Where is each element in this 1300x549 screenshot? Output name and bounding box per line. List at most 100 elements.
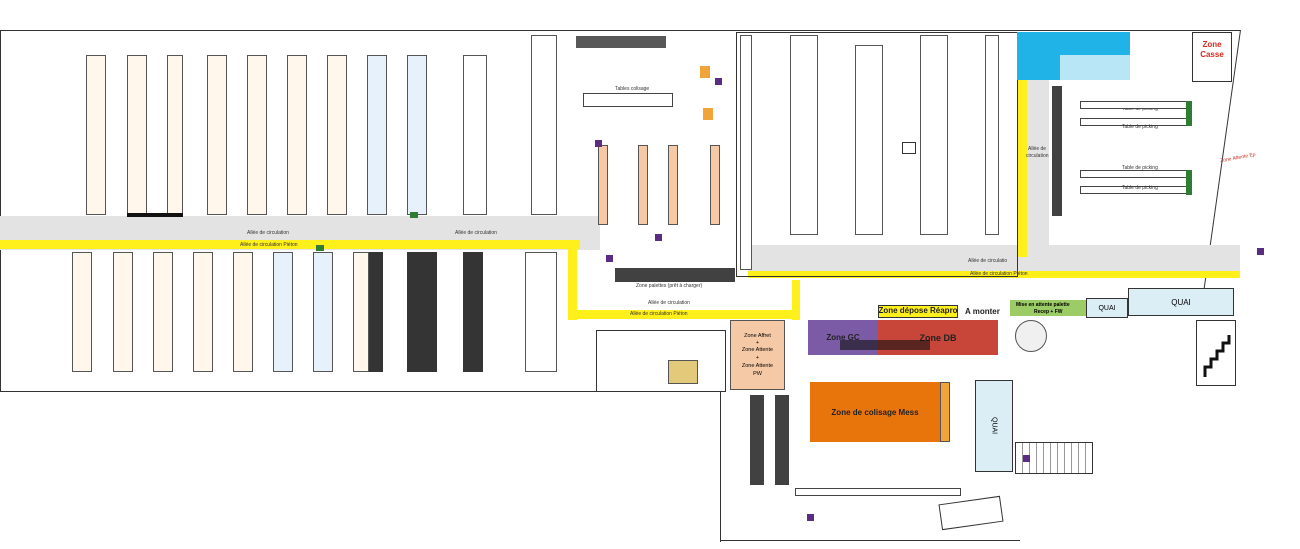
turntable-icon <box>1015 320 1047 352</box>
forklift-icon <box>902 142 916 154</box>
office-tables <box>668 360 698 384</box>
office-wall <box>596 330 726 392</box>
green-end-1 <box>1186 101 1192 126</box>
rack-bottom-8 <box>353 252 369 372</box>
tables-colisage <box>583 93 673 107</box>
mise-attente-label-1: Mise en attente palette <box>1016 302 1070 308</box>
pedestrian-label-2: Allée de circulation Piéton <box>630 311 688 317</box>
table-picking-label-1: Table de picking <box>1122 106 1158 112</box>
ur-rack-4 <box>920 35 948 235</box>
zone-attente-pw-label-2: PW <box>753 371 762 377</box>
rack-bottom-6 <box>273 252 293 372</box>
rack-bottom-1 <box>72 252 92 372</box>
purple-marker-7 <box>1257 248 1264 255</box>
pallet-row-db <box>840 340 930 350</box>
rack-top-8 <box>367 55 387 215</box>
zone-casse-label-1: Zone <box>1202 40 1222 49</box>
wall-bottom <box>720 540 1020 541</box>
table-picking-label-3: Table de picking <box>1122 165 1158 171</box>
rack-top-5 <box>247 55 267 215</box>
pallet-col-lower-1 <box>750 395 764 485</box>
ur-rack-1 <box>740 35 752 270</box>
rack-top-9 <box>407 55 427 215</box>
right-main-aisle <box>748 245 1240 275</box>
zone-depose-label: Zone dépose Réapro <box>878 306 958 315</box>
pedestrian-label-1: Allée de circulation Piéton <box>240 242 298 248</box>
rack-top-7 <box>327 55 347 215</box>
rack-top-10 <box>463 55 487 215</box>
a-monter-label: A monter <box>965 307 1000 316</box>
aisle-label-1: Allée de circulation <box>247 230 289 236</box>
colisage-side-table <box>940 382 950 442</box>
aisle-label-5b: circulation <box>1026 153 1049 159</box>
table-picking-3 <box>1080 170 1188 178</box>
ur-rack-5 <box>985 35 999 235</box>
pedestrian-aisle-vertical-2 <box>792 280 800 320</box>
pallet-col-lower-2 <box>775 395 789 485</box>
zone-colisage-label: Zone de colisage Mess <box>831 407 919 417</box>
purple-marker-2 <box>595 140 602 147</box>
mise-attente-label-2: Recep + FW <box>1034 309 1063 315</box>
quai-box-2 <box>1128 288 1234 316</box>
zone-attente-label: Zone Attente <box>741 347 774 353</box>
pallet-stack-1 <box>369 252 383 372</box>
zone-plus-1: + <box>755 340 760 346</box>
cyan-zone-inner <box>1060 55 1130 80</box>
pallet-row-center <box>615 268 735 282</box>
aisle-label-4: Allée de circulatio <box>968 258 1008 264</box>
table-picking-1 <box>1080 101 1188 109</box>
rack-bottom-2 <box>113 252 133 372</box>
purple-marker-3 <box>715 78 722 85</box>
aisle-label-3: Allée de circulation <box>648 300 690 306</box>
green-end-2 <box>1186 170 1192 195</box>
pack-station-1 <box>598 145 608 225</box>
zone-palette-label: Zone palettes (prêt à charger) <box>636 283 703 289</box>
quai-label-1: QUAI <box>1098 304 1116 312</box>
rack-bottom-7 <box>313 252 333 372</box>
zone-depose-box <box>878 305 958 318</box>
rack-bottom-3 <box>153 252 173 372</box>
pedestrian-aisle-vertical <box>568 240 577 320</box>
ur-rack-3 <box>855 45 883 235</box>
dark-bar-top <box>127 213 183 217</box>
rack-top-11 <box>531 35 557 215</box>
rack-top-4 <box>207 55 227 215</box>
right-pedestrian-aisle <box>748 271 1240 278</box>
purple-marker-4 <box>606 255 613 262</box>
pedestrian-label-3: Allée de circulation Piéton <box>970 271 1028 277</box>
quai-label-2: QUAI <box>1171 297 1191 307</box>
zone-attente-ep-label: Zone Attente Ep <box>1219 151 1257 165</box>
pack-station-3 <box>668 145 678 225</box>
pallet-stack-3 <box>463 252 483 372</box>
green-marker-2 <box>410 212 418 218</box>
orange-box-2 <box>703 108 713 120</box>
pedestrian-aisle <box>0 240 580 249</box>
bottom-table-row <box>795 488 961 496</box>
dock-ramp <box>938 495 1004 531</box>
zone-gc-label: Zone GC <box>826 333 860 342</box>
rack-bottom-5 <box>233 252 253 372</box>
quai-label-vertical: QUAI <box>990 417 998 435</box>
rack-top-6 <box>287 55 307 215</box>
pallet-col-right <box>1052 86 1062 216</box>
tables-pallets-top <box>576 36 666 48</box>
ur-rack-2 <box>790 35 818 235</box>
mise-attente-box <box>1010 300 1086 316</box>
zone-affret-label: Zone Affret <box>744 333 771 339</box>
purple-marker-6 <box>807 514 814 521</box>
pack-station-4 <box>710 145 720 225</box>
vertical-pedestrian-right <box>1018 32 1027 257</box>
quai-box-1 <box>1086 298 1128 318</box>
quai-box-vertical <box>975 380 1013 472</box>
wall-top-mid <box>600 30 1240 31</box>
rack-top-2 <box>127 55 147 215</box>
rack-top-1 <box>86 55 106 215</box>
zone-colisage-box <box>810 382 940 442</box>
zone-casse-label-2: Casse <box>1200 50 1224 59</box>
zone-plus-2: + <box>755 355 760 361</box>
rack-top-3 <box>167 55 183 215</box>
zone-attente-pw-label-1: Zone Attente <box>741 363 774 369</box>
pedestrian-aisle-lower <box>568 310 798 319</box>
purple-marker-1 <box>655 234 662 241</box>
aisle-label-2: Allée de circulation <box>455 230 497 236</box>
